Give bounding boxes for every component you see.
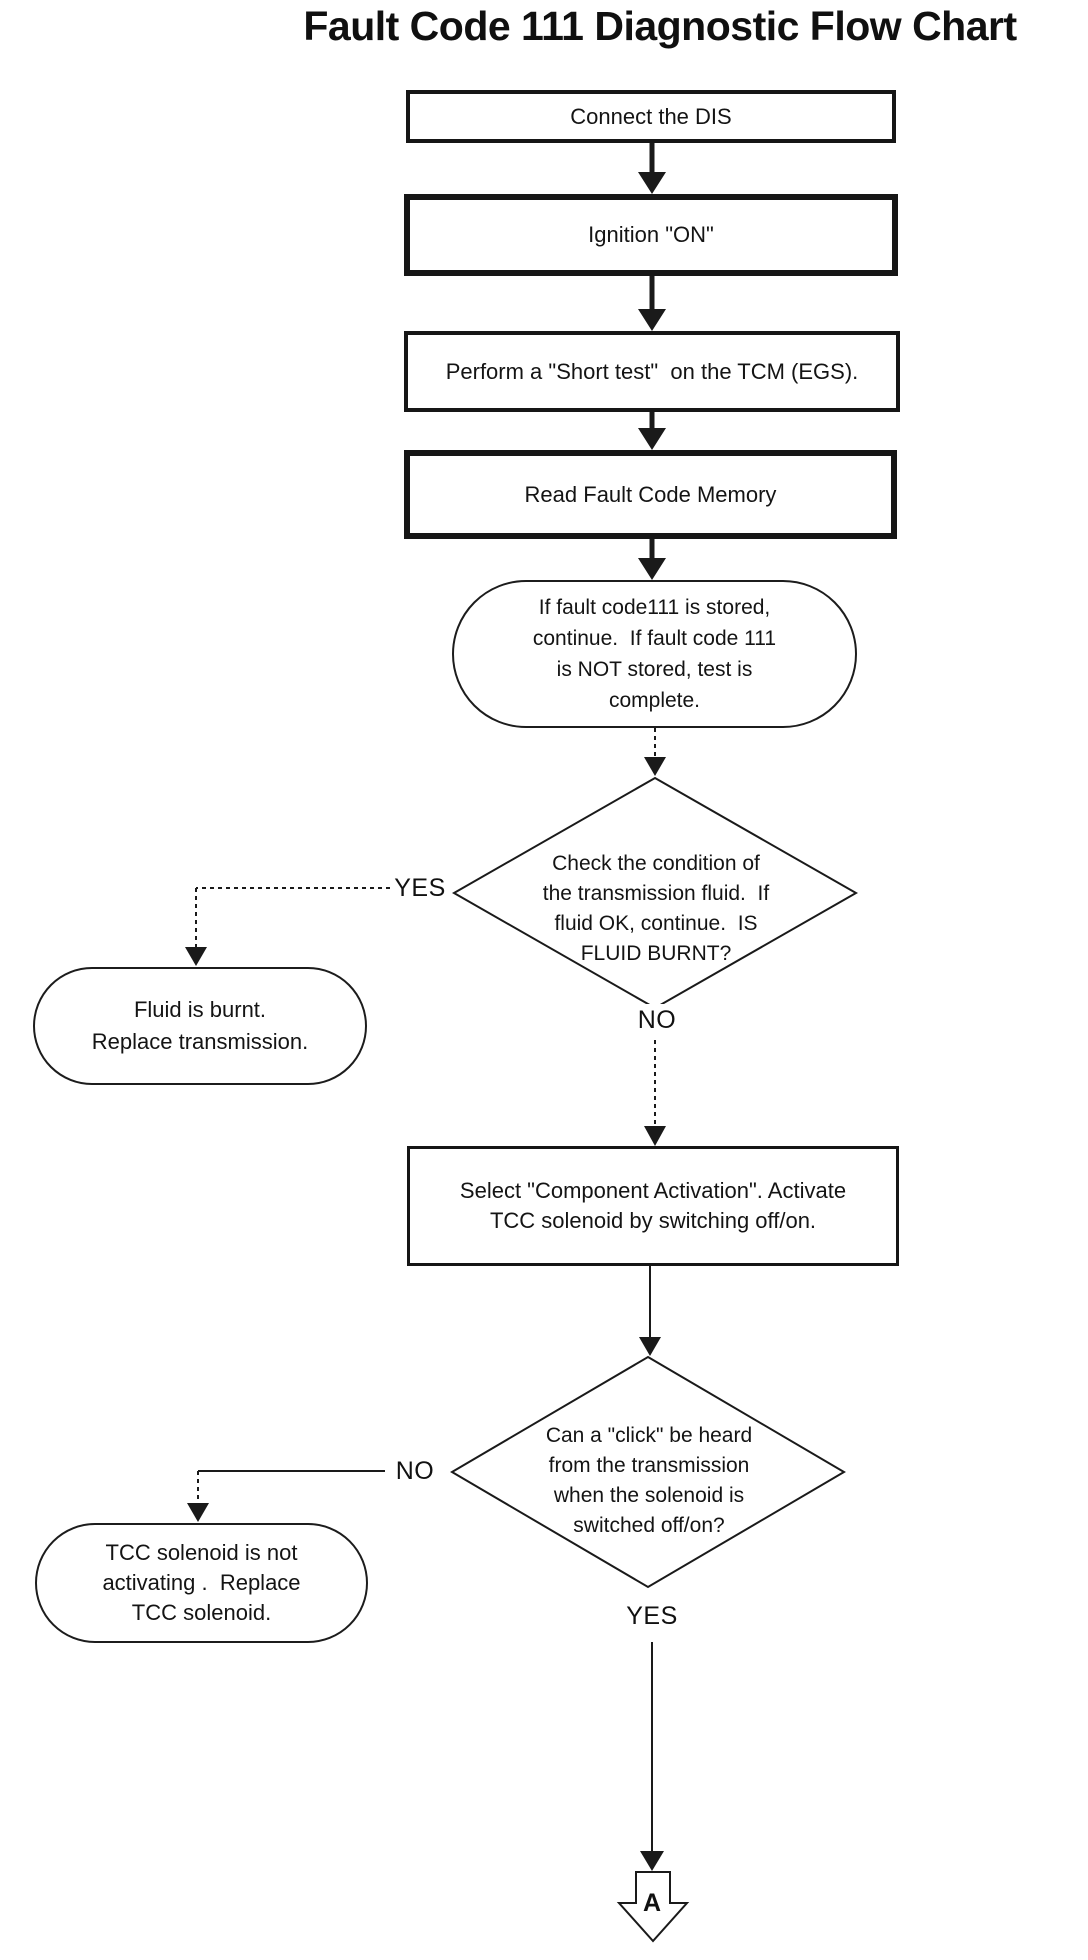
arrow-select-to-click-check: [639, 1266, 661, 1356]
text-line: activating . Replace: [102, 1570, 301, 1595]
node-short-test-label: Perform a "Short test" on the TCM (EGS).: [445, 358, 859, 384]
text-line: Select "Component Activation". Activate: [459, 1178, 847, 1203]
node-check-fluid-text: Check the condition of the transmission …: [520, 849, 792, 969]
node-component-activation: Select "Component Activation". Activate …: [407, 1146, 899, 1266]
decision-click-heard-diamond: [450, 1355, 846, 1589]
node-tcc-not-activating: TCC solenoid is not activating . Replace…: [35, 1523, 368, 1643]
text-line: Can a "click" be heard: [545, 1424, 753, 1447]
branch-label-fluid-yes: YES: [390, 872, 450, 904]
node-read-fault-memory: Read Fault Code Memory: [404, 450, 897, 539]
arrow-shorttest-to-read: [638, 412, 666, 450]
text-line: fluid OK, continue. IS: [554, 912, 758, 935]
text-line: FLUID BURNT?: [580, 942, 732, 965]
arrow-ignition-to-shorttest: [638, 276, 666, 331]
offpage-connector-a-label: A: [642, 1888, 662, 1917]
text-line: from the transmission: [548, 1454, 750, 1477]
text-line: TCC solenoid.: [131, 1600, 272, 1625]
no-branch-to-component-activation: [644, 1040, 666, 1146]
node-read-fault-memory-label: Read Fault Code Memory: [524, 481, 777, 507]
yes-branch-to-connector-a: [640, 1642, 664, 1871]
text-line: TCC solenoid is not: [105, 1540, 298, 1565]
no-branch-to-tcc-solenoid: [187, 1470, 386, 1522]
text-line: when the solenoid is: [553, 1484, 745, 1507]
node-connect-dis: Connect the DIS: [406, 90, 896, 143]
text-line: is NOT stored, test is: [556, 658, 753, 681]
branch-label-click-no: NO: [385, 1455, 445, 1487]
text-line: TCC solenoid by switching off/on.: [489, 1208, 817, 1233]
branch-label-click-yes: YES: [622, 1600, 682, 1632]
arrow-connect-to-ignition: [638, 143, 666, 194]
branch-label-fluid-no: NO: [627, 1004, 687, 1036]
arrow-read-to-stored: [638, 539, 666, 580]
text-line: continue. If fault code 111: [532, 627, 777, 650]
text-line: Fluid is burnt.: [133, 997, 267, 1022]
text-line: switched off/on?: [573, 1514, 725, 1537]
text-line: complete.: [608, 689, 701, 712]
yes-branch-to-fluid-burnt: [185, 887, 390, 966]
arrow-stored-to-fluid-check: [644, 728, 666, 776]
node-fluid-burnt: Fluid is burnt. Replace transmission.: [33, 967, 367, 1085]
text-line: the transmission fluid. If: [542, 882, 770, 905]
offpage-connector-a-shape: [616, 1871, 690, 1943]
node-ignition-on-label: Ignition "ON": [588, 222, 714, 247]
node-ignition-on: Ignition "ON": [404, 194, 898, 276]
text-line: Replace transmission.: [91, 1029, 309, 1054]
text-line: If fault code111 is stored,: [538, 596, 771, 619]
node-connect-dis-label: Connect the DIS: [570, 103, 732, 129]
node-click-heard-text: Can a "click" be heard from the transmis…: [517, 1421, 781, 1541]
node-fault-code-stored: If fault code111 is stored, continue. If…: [452, 580, 857, 728]
text-line: Check the condition of: [552, 852, 760, 875]
node-short-test: Perform a "Short test" on the TCM (EGS).: [404, 331, 900, 412]
page-title: Fault Code 111 Diagnostic Flow Chart: [303, 3, 1017, 49]
